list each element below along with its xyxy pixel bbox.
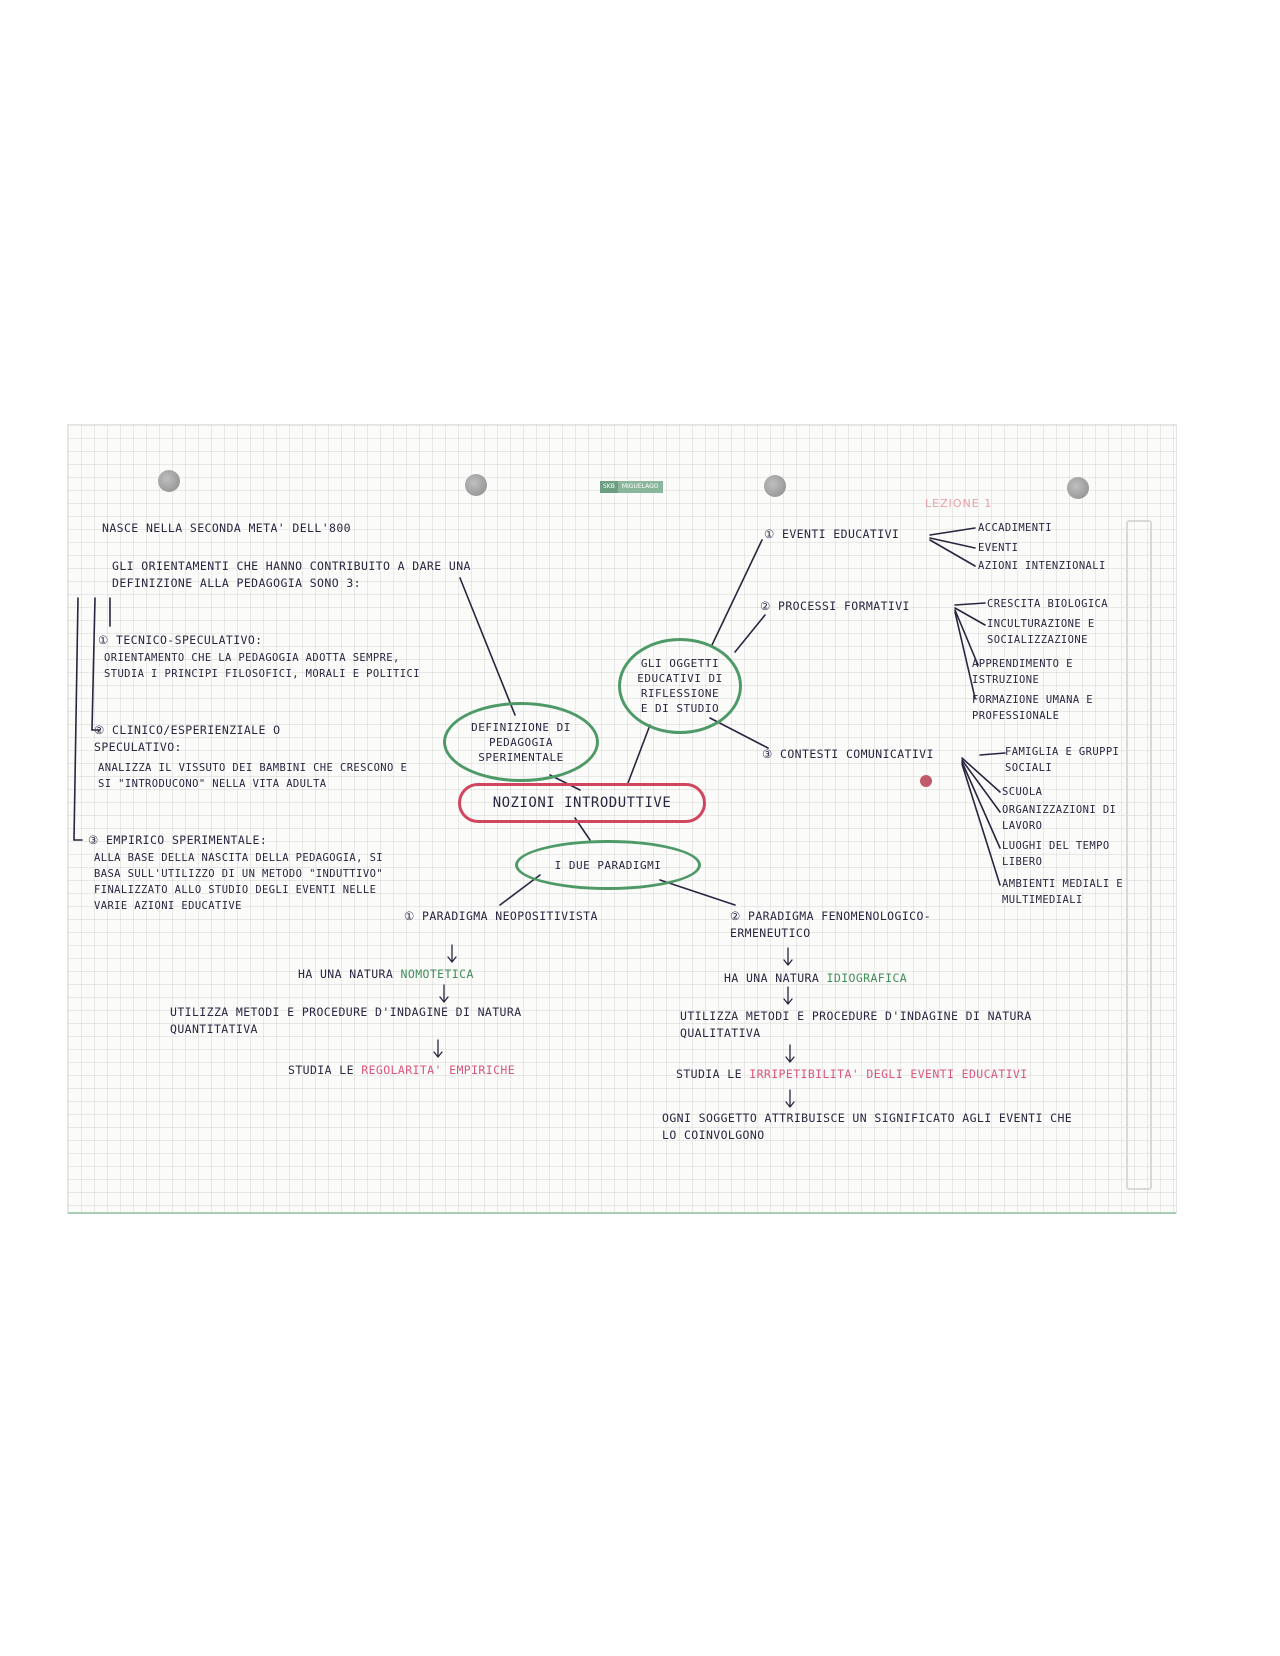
connector-line [659,879,736,906]
branch-item: AZIONI INTENZIONALI [978,560,1106,572]
branch-item: FORMAZIONE UMANA E PROFESSIONALE [972,694,1093,722]
orientations-intro: GLI ORIENTAMENTI CHE HANNO CONTRIBUITO A… [112,559,471,590]
branch-label: ③ CONTESTI COMUNICATIVI [762,747,934,761]
connector-line [709,717,769,749]
binder-hole [764,475,786,497]
paradigm-2-methods: UTILIZZA METODI E PROCEDURE D'INDAGINE D… [680,1009,1032,1040]
paradigm-2-nature: HA UNA NATURA IDIOGRAFICA [724,970,907,987]
connector-line [711,539,763,646]
paradigm-2-title: ② PARADIGMA FENOMENOLOGICO-ERMENEUTICO [730,909,932,940]
arrow-down [783,986,793,1006]
arrow-down [785,1044,795,1064]
connector-line [961,761,1001,849]
binder-hole [465,474,487,496]
lesson-tag: LEZIONE 1 [925,497,993,510]
central-topic-bubble: NOZIONI INTRODUTTIVE [458,783,706,823]
ink-stain [920,775,932,787]
connector-line [961,757,1001,793]
paradigms-bubble: I DUE PARADIGMI [515,840,701,890]
nature-prefix: HA UNA NATURA [724,971,820,985]
bracket-line [73,597,83,841]
bracket-line [91,597,101,731]
paradigm-1-nature: HA UNA NATURA NOMOTETICA [298,966,474,983]
paradigm-2-meaning: OGNI SOGGETTO ATTRIBUISCE UN SIGNIFICATO… [662,1111,1073,1142]
notebook-brand-label: SKB MIGUELAGO [600,481,663,493]
paradigm-1-study: STUDIA LE REGOLARITA' EMPIRICHE [288,1062,515,1079]
orientation-title: ② CLINICO/ESPERIENZIALE O SPECULATIVO: [94,723,281,754]
connector-line [734,614,766,653]
connector-line [627,724,651,784]
intro-text: NASCE NELLA SECONDA META' DELL'800 [102,521,352,535]
connector-line [979,752,1006,756]
definition-bubble: DEFINIZIONE DI PEDAGOGIA SPERIMENTALE [443,702,599,782]
connector-line [954,602,986,606]
connector-line [929,537,976,549]
study-word: REGOLARITA' EMPIRICHE [361,1063,516,1077]
orientation-body: ALLA BASE DELLA NASCITA DELLA PEDAGOGIA,… [94,852,384,912]
branch-item: LUOGHI DEL TEMPO LIBERO [1002,840,1110,868]
connector-line [459,577,516,716]
arrow-down [785,1089,795,1109]
study-word: IRRIPETIBILITA' DEGLI EVENTI EDUCATIVI [749,1067,1028,1081]
branch-item: SCUOLA [1002,786,1043,798]
binder-hole [1067,477,1089,499]
objects-bubble: GLI OGGETTI EDUCATIVI DI RIFLESSIONE E D… [618,638,742,734]
page-margin-frame [1126,520,1152,1190]
orientation-title: ① TECNICO-SPECULATIVO: [98,633,263,647]
binder-hole [158,470,180,492]
study-prefix: STUDIA LE [288,1063,354,1077]
paradigm-1-methods: UTILIZZA METODI E PROCEDURE D'INDAGINE D… [170,1005,522,1036]
orientation-body: ORIENTAMENTO CHE LA PEDAGOGIA ADOTTA SEM… [104,652,420,680]
branch-item: INCULTURAZIONE E SOCIALIZZAZIONE [987,618,1095,646]
arrow-down [783,947,793,967]
connector-line [961,763,1001,886]
study-prefix: STUDIA LE [676,1067,742,1081]
connector-line [954,609,979,666]
branch-item: ACCADIMENTI [978,522,1052,534]
connector-line [929,539,976,567]
arrow-down [447,944,457,964]
brand-mark: SKB [600,481,618,493]
paradigm-1-title: ① PARADIGMA NEOPOSITIVISTA [404,909,598,923]
notebook-page [68,425,1176,1213]
branch-item: ORGANIZZAZIONI DI LAVORO [1002,804,1117,832]
branch-label: ① EVENTI EDUCATIVI [764,527,900,541]
branch-item: CRESCITA BIOLOGICA [987,598,1108,610]
paradigm-2-study: STUDIA LE IRRIPETIBILITA' DEGLI EVENTI E… [676,1066,1028,1083]
branch-item: EVENTI [978,542,1019,554]
orientation-body: ANALIZZA IL VISSUTO DEI BAMBINI CHE CRES… [98,762,408,790]
connector-line [929,527,976,536]
page-bottom-rule [68,1212,1176,1214]
arrow-down [439,984,449,1004]
branch-item: APPRENDIMENTO E ISTRUZIONE [972,658,1073,686]
brand-name: MIGUELAGO [617,481,663,493]
connector-line [954,607,986,626]
connector-line [961,759,1001,813]
nature-word: NOMOTETICA [400,967,474,981]
connector-line [954,611,976,699]
nature-prefix: HA UNA NATURA [298,967,394,981]
branch-item: AMBIENTI MEDIALI E MULTIMEDIALI [1002,878,1123,906]
orientation-title: ③ EMPIRICO SPERIMENTALE: [88,833,268,847]
arrow-down [433,1039,443,1059]
branch-item: FAMIGLIA E GRUPPI SOCIALI [1005,746,1120,774]
nature-word: IDIOGRAFICA [826,971,908,985]
branch-label: ② PROCESSI FORMATIVI [760,599,910,613]
